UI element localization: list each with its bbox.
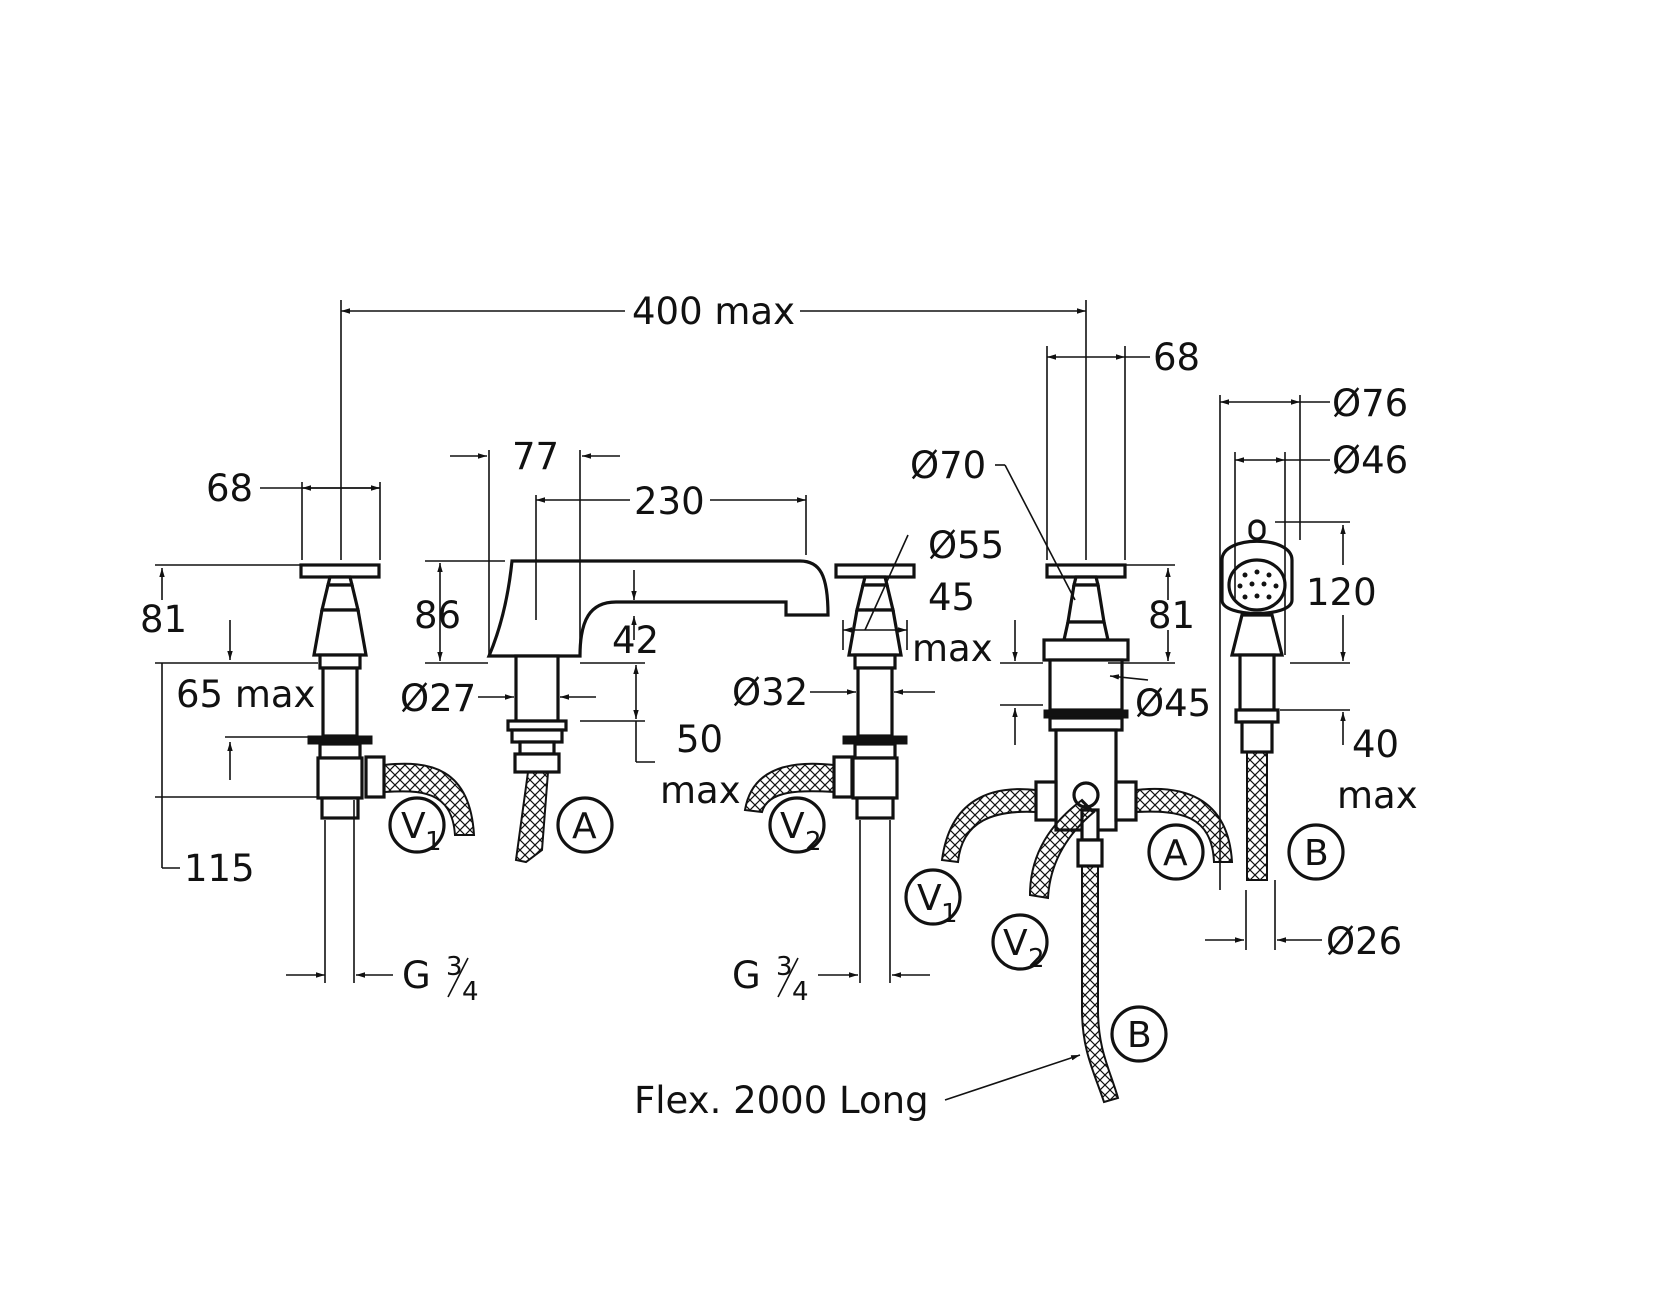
thread-frac-den-right: 4 [792,977,809,1007]
callout-a-spout: A [556,796,614,854]
dim-dia-70: Ø70 [910,444,986,487]
dim-40-max: max [1337,774,1418,817]
dim-68-left: 68 [206,467,253,510]
dim-45: 45 [928,576,975,619]
dim-400-max: 400 max [632,290,795,333]
svg-text:V: V [401,806,426,847]
callout-v2-right: V 2 [768,796,826,857]
thread-frac-num-right: 3 [776,952,793,982]
dim-dia-26: Ø26 [1326,920,1402,963]
spout [486,559,830,864]
svg-text:1: 1 [941,899,958,929]
dim-50-max: max [660,769,741,812]
dim-dia-27: Ø27 [400,677,476,720]
diverter [940,563,1234,1104]
thread-frac-den-left: 4 [462,977,479,1007]
callout-v1-diverter: V 1 [904,868,962,929]
dim-50: 50 [676,718,723,761]
dim-68-right: 68 [1153,336,1200,379]
dimension-lines [155,300,1350,1101]
thread-g-left: G [402,954,431,997]
callout-v1-left: V 1 [388,796,446,857]
svg-text:2: 2 [1028,944,1045,974]
svg-text:V: V [780,806,805,847]
dim-42: 42 [612,619,659,662]
dim-dia-46: Ø46 [1332,439,1408,482]
callout-b-shower: B [1287,823,1345,881]
dim-65-max: 65 max [176,673,315,716]
callout-v2-diverter: V 2 [991,913,1049,974]
svg-text:2: 2 [805,827,822,857]
dim-86: 86 [414,594,461,637]
callout-a-diverter: A [1147,823,1205,881]
dim-dia-55: Ø55 [928,524,1004,567]
dim-81-left: 81 [140,598,187,641]
dim-40: 40 [1352,723,1399,766]
svg-text:A: A [1163,833,1188,874]
dim-dia-76: Ø76 [1332,382,1408,425]
dimension-labels: 400 max 68 81 65 max 115 77 230 86 42 Ø2… [140,290,1418,1122]
svg-text:1: 1 [425,827,442,857]
flex-note: Flex. 2000 Long [634,1079,929,1122]
svg-text:B: B [1304,833,1329,874]
thread-g-right: G [732,954,761,997]
callout-b-hose: B [1110,1005,1168,1063]
hand-shower [1220,519,1294,881]
svg-text:V: V [1003,923,1028,964]
dim-dia-32: Ø32 [732,671,808,714]
thread-frac-num-left: 3 [446,952,463,982]
right-valve [743,563,916,820]
dim-81-right: 81 [1148,594,1195,637]
dim-115: 115 [184,847,255,890]
dim-45-max: max [912,627,993,670]
svg-text:B: B [1127,1015,1152,1056]
dim-230: 230 [634,480,705,523]
left-valve [299,563,476,836]
svg-text:A: A [572,806,597,847]
dim-77: 77 [512,435,559,478]
svg-text:V: V [917,878,942,919]
callouts: V 1 A V 2 V 1 V 2 A B [388,796,1345,1063]
dim-dia-45: Ø45 [1135,682,1211,725]
dim-120: 120 [1306,571,1377,614]
